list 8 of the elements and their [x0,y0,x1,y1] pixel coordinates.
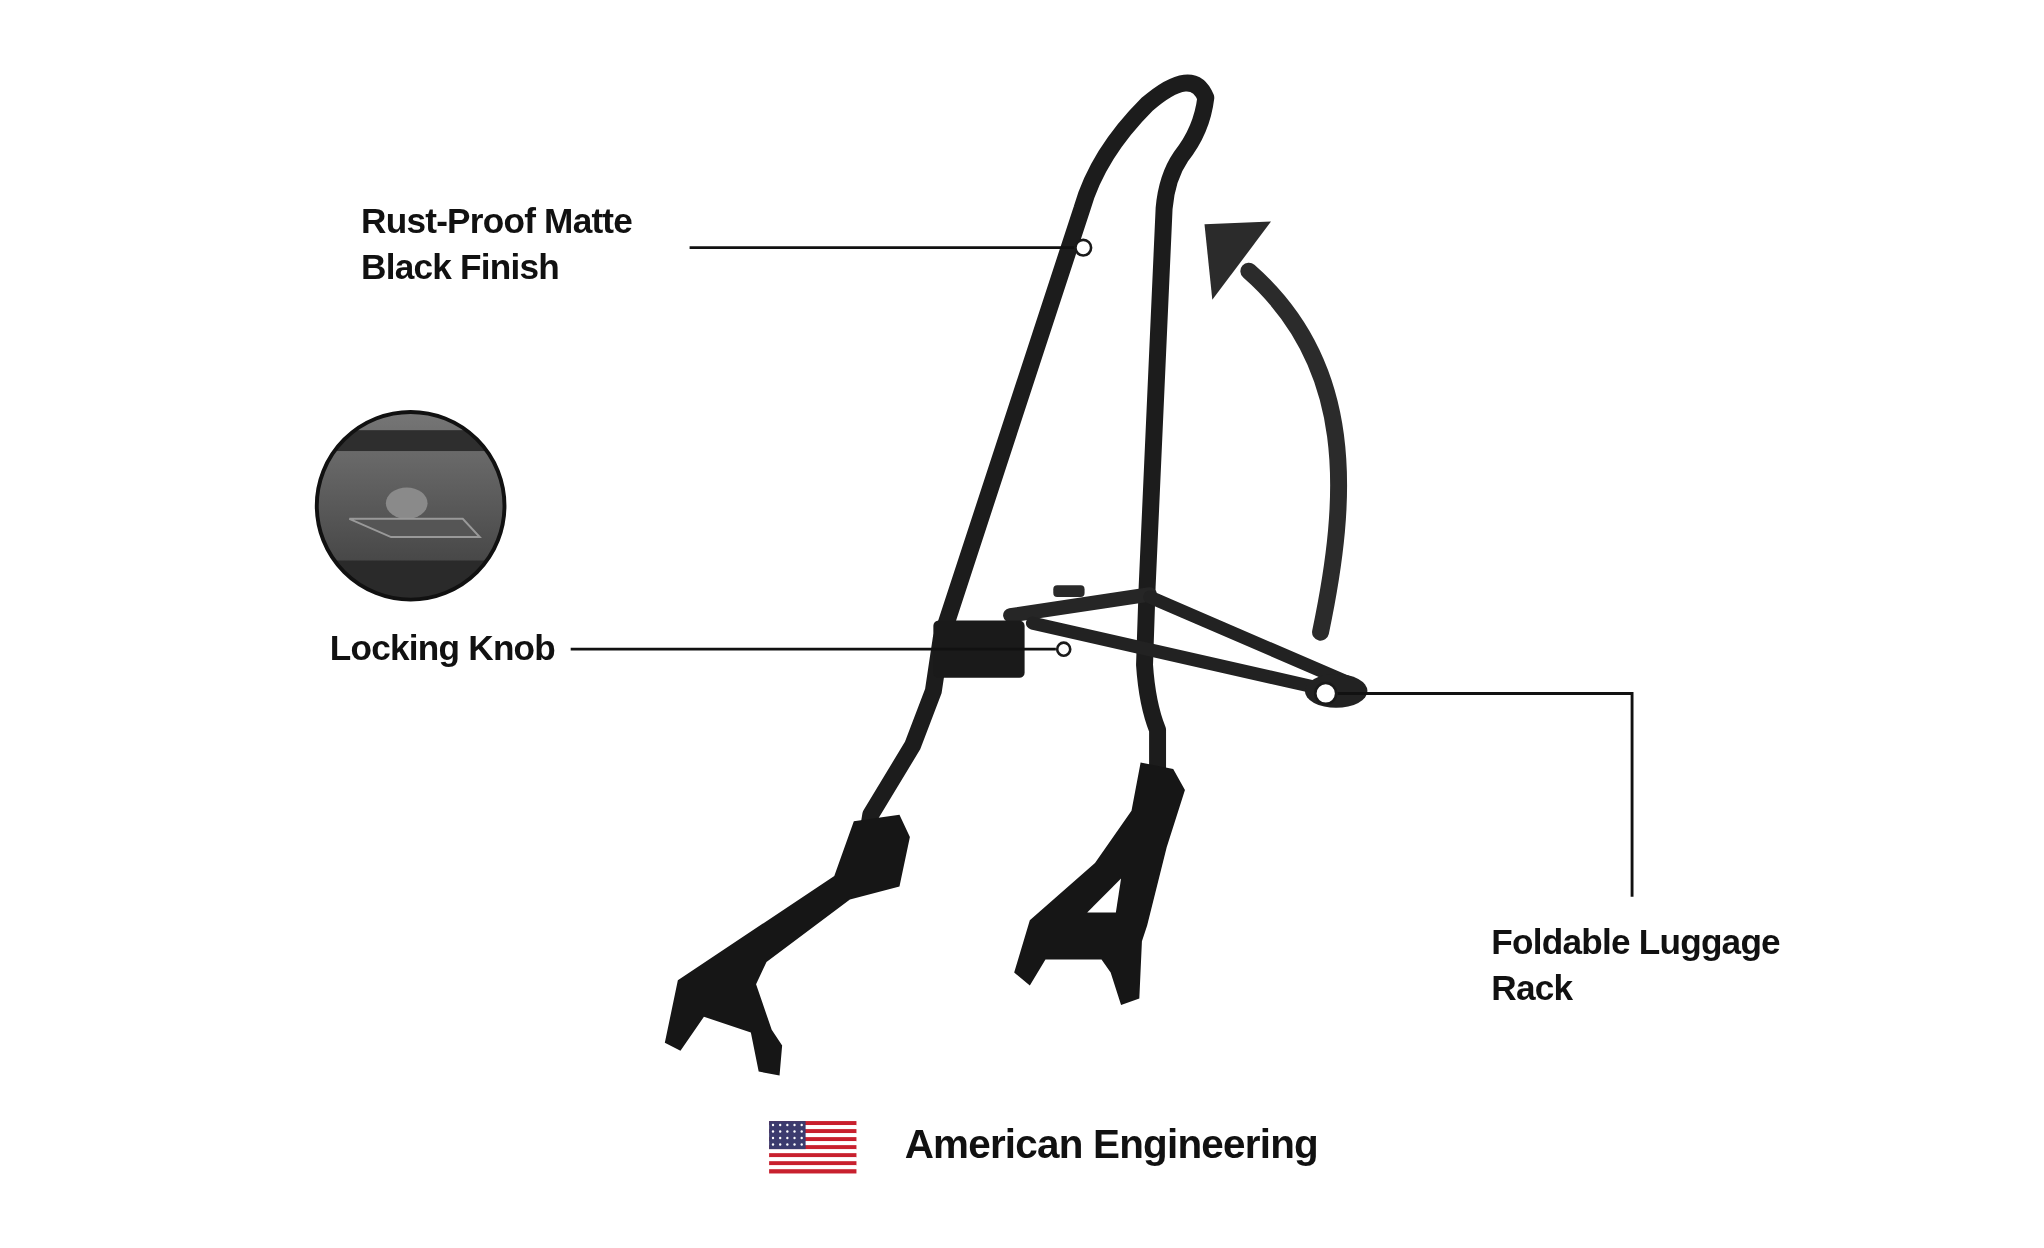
leader-line [689,246,1075,250]
leader-line [570,647,1056,651]
caption-text: American Engineering [904,1121,1318,1168]
callout-label: Rust-Proof Matte Black Finish [361,199,674,291]
leader-end-dot [1055,641,1072,657]
leader-line [1337,692,1634,897]
callout-label: Foldable Luggage Rack [1491,920,1798,1012]
callout-label: Locking Knob [329,625,556,672]
